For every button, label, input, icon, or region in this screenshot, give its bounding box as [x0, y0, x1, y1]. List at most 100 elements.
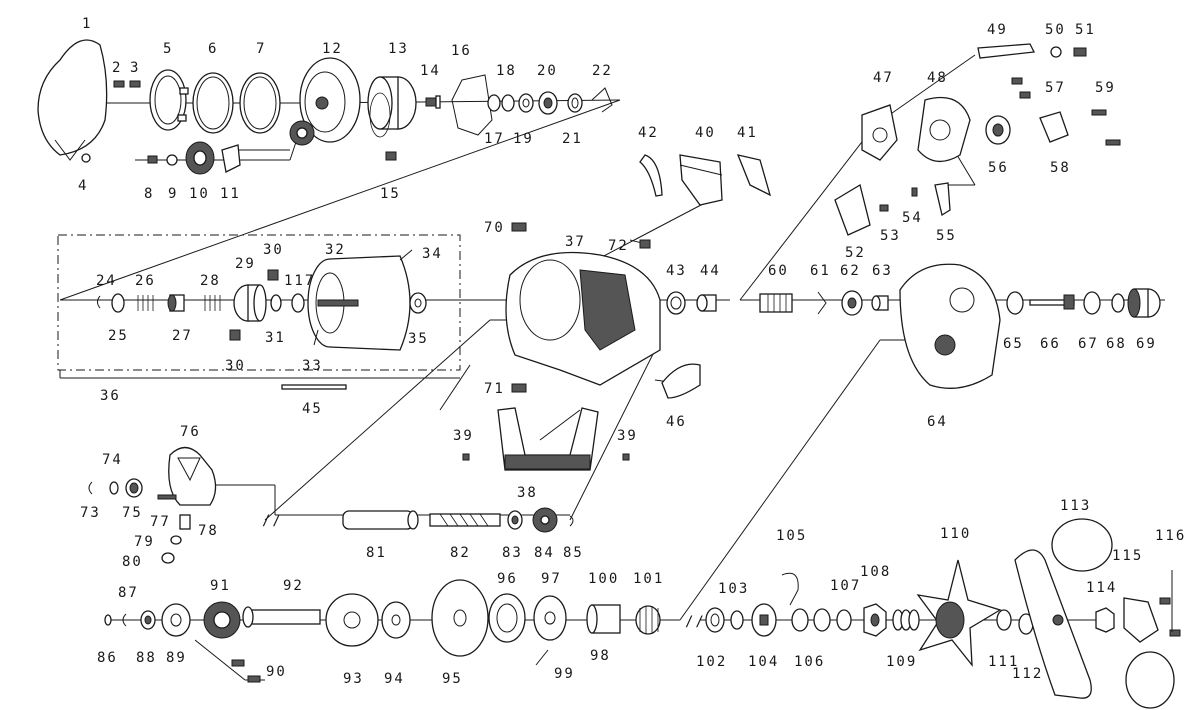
- part-label: 101: [633, 571, 664, 587]
- part-label: 87: [118, 585, 139, 601]
- screw-part-70: [511, 222, 527, 232]
- bearing-part-62: [841, 290, 863, 316]
- part-label: 92: [283, 578, 304, 594]
- part-label: 26: [135, 273, 156, 289]
- shaft-part-66: [1029, 294, 1075, 310]
- magnet-ring-part-13: [367, 76, 417, 138]
- spring-part-28: [204, 295, 221, 311]
- clip-part-85: [569, 515, 574, 527]
- washer-part-31: [270, 294, 282, 312]
- screw-part-57a: [1011, 77, 1023, 85]
- plate-part-47: [861, 104, 898, 161]
- part-label: 86: [97, 650, 118, 666]
- part-label: 103: [718, 581, 749, 597]
- gear-part-91: [203, 601, 241, 639]
- part-label: 40: [695, 125, 716, 141]
- part-label: 115: [1112, 548, 1143, 564]
- part-label: 69: [1136, 336, 1157, 352]
- drag-washer-part-96: [488, 593, 526, 643]
- screw-part-53: [879, 204, 889, 212]
- part-label: 64: [927, 414, 948, 430]
- part-label: 46: [666, 414, 687, 430]
- part-label: 36: [100, 388, 121, 404]
- clutch-bar-part-40: [679, 154, 723, 206]
- springs-part-109: [892, 609, 920, 631]
- pin-part-45: [281, 384, 347, 390]
- part-label: 49: [987, 22, 1008, 38]
- pin-part-3: [129, 80, 141, 88]
- part-label: 20: [537, 63, 558, 79]
- washer-part-9: [166, 154, 178, 166]
- cover-part-52: [834, 183, 871, 236]
- break-mark: //: [685, 614, 706, 630]
- bushing-part-43: [666, 291, 686, 315]
- part-label: 32: [325, 242, 346, 258]
- part-label: 65: [1003, 336, 1024, 352]
- spool-group-box: [57, 234, 461, 379]
- brake-housing-part-12: [299, 57, 361, 143]
- part-label: 90: [266, 664, 287, 680]
- part-label: 63: [872, 263, 893, 279]
- part-label: 116: [1155, 528, 1186, 544]
- part-label: 42: [638, 125, 659, 141]
- part-label: 61: [810, 263, 831, 279]
- part-label: 41: [737, 125, 758, 141]
- part-label: 95: [442, 671, 463, 687]
- ratchet-part-104: [751, 603, 777, 637]
- ring-part-5: [149, 69, 189, 131]
- plate-part-115: [1123, 597, 1159, 643]
- part-label: 76: [180, 424, 201, 440]
- washer-part-21: [567, 93, 583, 113]
- clip-part-87: [122, 613, 127, 627]
- bearing-part-35: [409, 292, 427, 314]
- pin-part-34: [399, 249, 413, 261]
- part-label: 114: [1086, 580, 1117, 596]
- part-label: 100: [588, 571, 619, 587]
- collar-part-27: [167, 294, 185, 312]
- part-label: 59: [1095, 80, 1116, 96]
- washer-part-4: [81, 153, 91, 163]
- oring-part-67: [1083, 291, 1101, 315]
- spring-part-26: [137, 295, 154, 311]
- lever-part-11: [221, 144, 241, 173]
- bearing-part-75: [125, 478, 143, 498]
- part-label: 7: [256, 41, 266, 57]
- bearing-part-56: [985, 115, 1011, 145]
- part-label: 97: [541, 571, 562, 587]
- washer-part-86: [104, 614, 112, 626]
- washer-part-111: [996, 609, 1012, 631]
- nut-part-114: [1095, 607, 1115, 633]
- clutch-part-101: [635, 605, 661, 635]
- spool-part-32: [307, 255, 411, 351]
- bracket-part-58: [1039, 111, 1069, 143]
- part-label: 16: [451, 43, 472, 59]
- bushing-part-44: [696, 294, 717, 312]
- part-label: 68: [1106, 336, 1127, 352]
- part-label: 108: [860, 564, 891, 580]
- part-label: 10: [189, 186, 210, 202]
- pin-part-77: [157, 494, 177, 500]
- part-label: 67: [1078, 336, 1099, 352]
- part-label: 62: [840, 263, 861, 279]
- part-label: 25: [108, 328, 129, 344]
- clip-part-24: [97, 295, 101, 309]
- part-label: 70: [484, 220, 505, 236]
- part-label: 73: [80, 505, 101, 521]
- part-label: 85: [563, 545, 584, 561]
- washer-part-107: [836, 609, 852, 631]
- part-label: 89: [166, 650, 187, 666]
- washer-part-79: [170, 535, 182, 545]
- part-label: 5: [163, 41, 173, 57]
- part-label: 93: [343, 671, 364, 687]
- part-label: 72: [608, 238, 629, 254]
- part-label: 113: [1060, 498, 1091, 514]
- drag-washer-part-97: [533, 595, 567, 641]
- part-label: 48: [927, 70, 948, 86]
- part-label: 11: [220, 186, 241, 202]
- oring-part-6: [192, 72, 234, 134]
- part-label: 34: [422, 246, 443, 262]
- screw-part-72: [639, 239, 651, 249]
- part-label: 94: [384, 671, 405, 687]
